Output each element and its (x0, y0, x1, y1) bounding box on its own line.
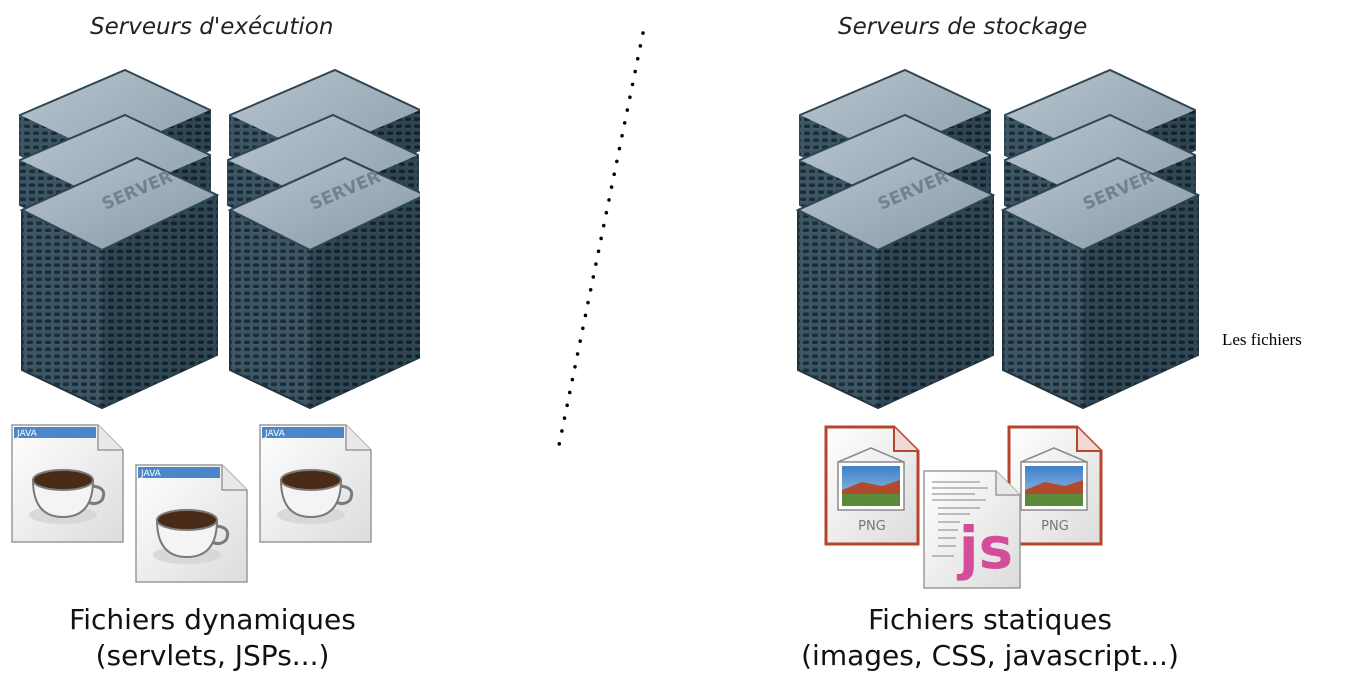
static-files-examples: (images, CSS, javascript...) (801, 639, 1179, 672)
png-label: PNG (858, 519, 886, 534)
java-tag: JAVA (16, 429, 38, 439)
static-files-caption: Fichiers statiques (images, CSS, javascr… (770, 602, 1210, 674)
side-note: Les fichiers (1222, 330, 1302, 349)
java-tag: JAVA (140, 469, 162, 479)
java-file-icon: JAVA (135, 464, 248, 583)
static-files-title: Fichiers statiques (868, 603, 1112, 636)
js-label: js (957, 514, 1013, 582)
storage-server-stack-icon: SERVER SERVER (795, 68, 1200, 410)
png-file-icon: PNG (1007, 425, 1103, 546)
storage-servers-title: Serveurs de stockage (838, 14, 1088, 40)
execution-servers-title: Serveurs d'exécution (90, 14, 334, 40)
dynamic-files-caption: Fichiers dynamiques (servlets, JSPs...) (30, 602, 395, 674)
dotted-divider (555, 31, 645, 457)
java-tag: JAVA (264, 429, 286, 439)
dynamic-files-title: Fichiers dynamiques (69, 603, 356, 636)
java-file-icon: JAVA (11, 424, 124, 543)
dynamic-files-examples: (servlets, JSPs...) (95, 639, 330, 672)
png-label: PNG (1041, 519, 1069, 534)
js-file-icon: js (923, 470, 1021, 589)
execution-server-stack-icon: SERVER SERVER (19, 68, 420, 410)
png-file-icon: PNG (824, 425, 920, 546)
java-file-icon: JAVA (259, 424, 372, 543)
